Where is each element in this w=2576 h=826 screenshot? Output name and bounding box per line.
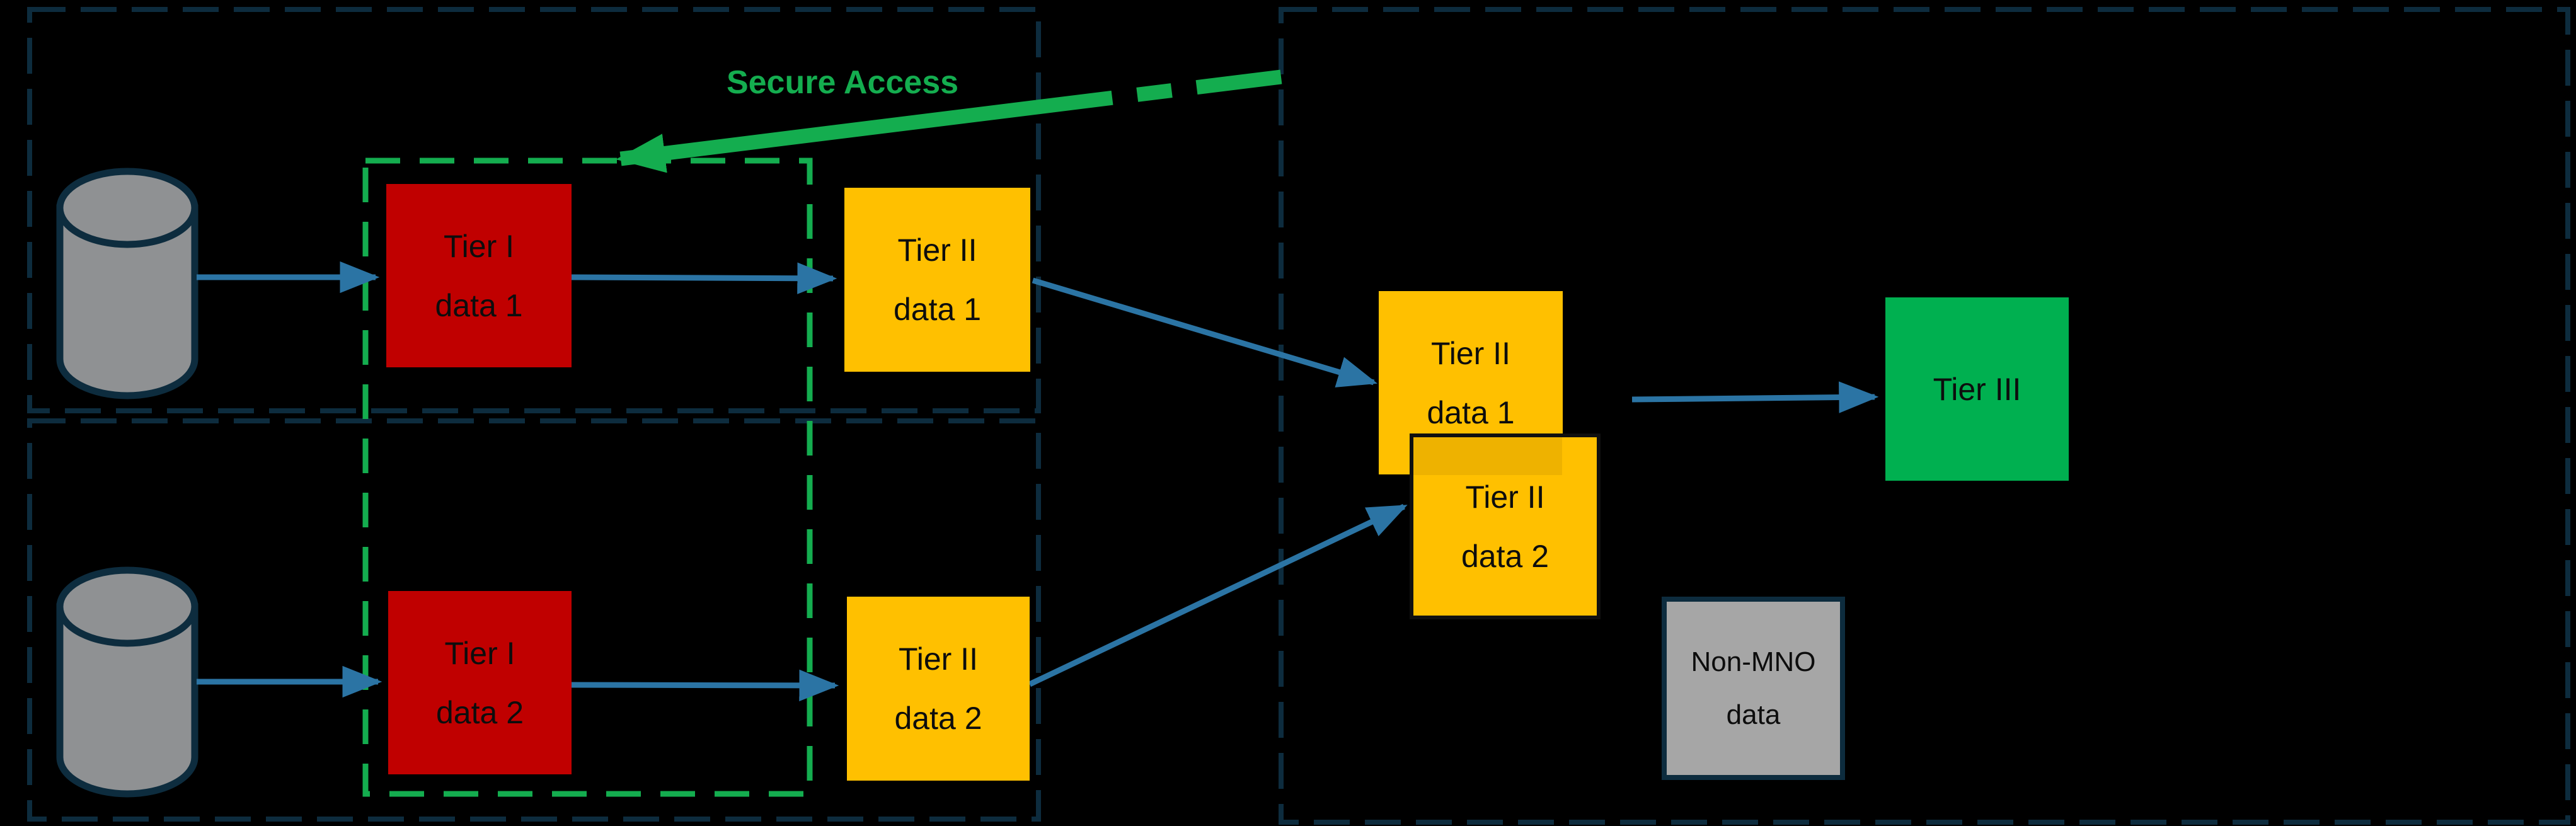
tier3-label: Tier III bbox=[1933, 371, 2021, 407]
non-mno-data-box: Non-MNO data bbox=[1662, 597, 1845, 780]
tier1-data2-label-line2: data 2 bbox=[435, 694, 524, 730]
tier1-data2-label-line1: Tier I bbox=[444, 635, 515, 671]
non-mno-label-line1: Non-MNO bbox=[1691, 646, 1816, 677]
tier2-data2-right-label-line1: Tier II bbox=[1465, 479, 1545, 515]
flow-arrow-tier1-to-tier2-row1 bbox=[571, 262, 837, 294]
left-bottom-dashed-container bbox=[27, 418, 1041, 822]
tier1-data1-label-line2: data 1 bbox=[435, 287, 523, 323]
tier1-data2-box: Tier I data 2 bbox=[388, 591, 572, 774]
flow-arrow-tier2-row1-to-right bbox=[1032, 277, 1378, 387]
secure-zone-dashed-box bbox=[362, 158, 813, 797]
secure-access-label: Secure Access bbox=[726, 64, 959, 101]
database-icon bbox=[56, 168, 198, 399]
tier2-data2-left-label-line2: data 2 bbox=[894, 701, 982, 736]
tier2-data2-right-box: Tier II data 2 bbox=[1410, 433, 1601, 619]
flow-arrow-tier2-row2-to-right bbox=[1028, 503, 1408, 687]
tier2-data2-left-label-line1: Tier II bbox=[899, 641, 978, 677]
secure-access-arrow bbox=[616, 69, 1282, 173]
tier3-box: Tier III bbox=[1885, 297, 2069, 481]
tier2-data1-right-label-line1: Tier II bbox=[1431, 335, 1510, 371]
database-icon bbox=[56, 566, 198, 798]
flow-arrow-tier2-to-tier3 bbox=[1631, 381, 1879, 413]
tier2-data1-right-label-line2: data 1 bbox=[1427, 394, 1515, 430]
non-mno-label-line2: data bbox=[1726, 699, 1781, 730]
tier2-data2-right-label-line2: data 2 bbox=[1461, 538, 1549, 574]
tier1-data1-box: Tier I data 1 bbox=[386, 184, 572, 367]
tier1-data1-label-line1: Tier I bbox=[443, 228, 515, 264]
tier2-data1-left-box: Tier II data 1 bbox=[844, 188, 1030, 372]
left-top-dashed-container bbox=[27, 7, 1041, 413]
right-dashed-container bbox=[1279, 7, 2570, 825]
tier2-data1-left-label-line2: data 1 bbox=[893, 292, 981, 327]
tier2-data1-left-label-line1: Tier II bbox=[897, 232, 977, 268]
tier2-data2-left-box: Tier II data 2 bbox=[847, 597, 1030, 781]
